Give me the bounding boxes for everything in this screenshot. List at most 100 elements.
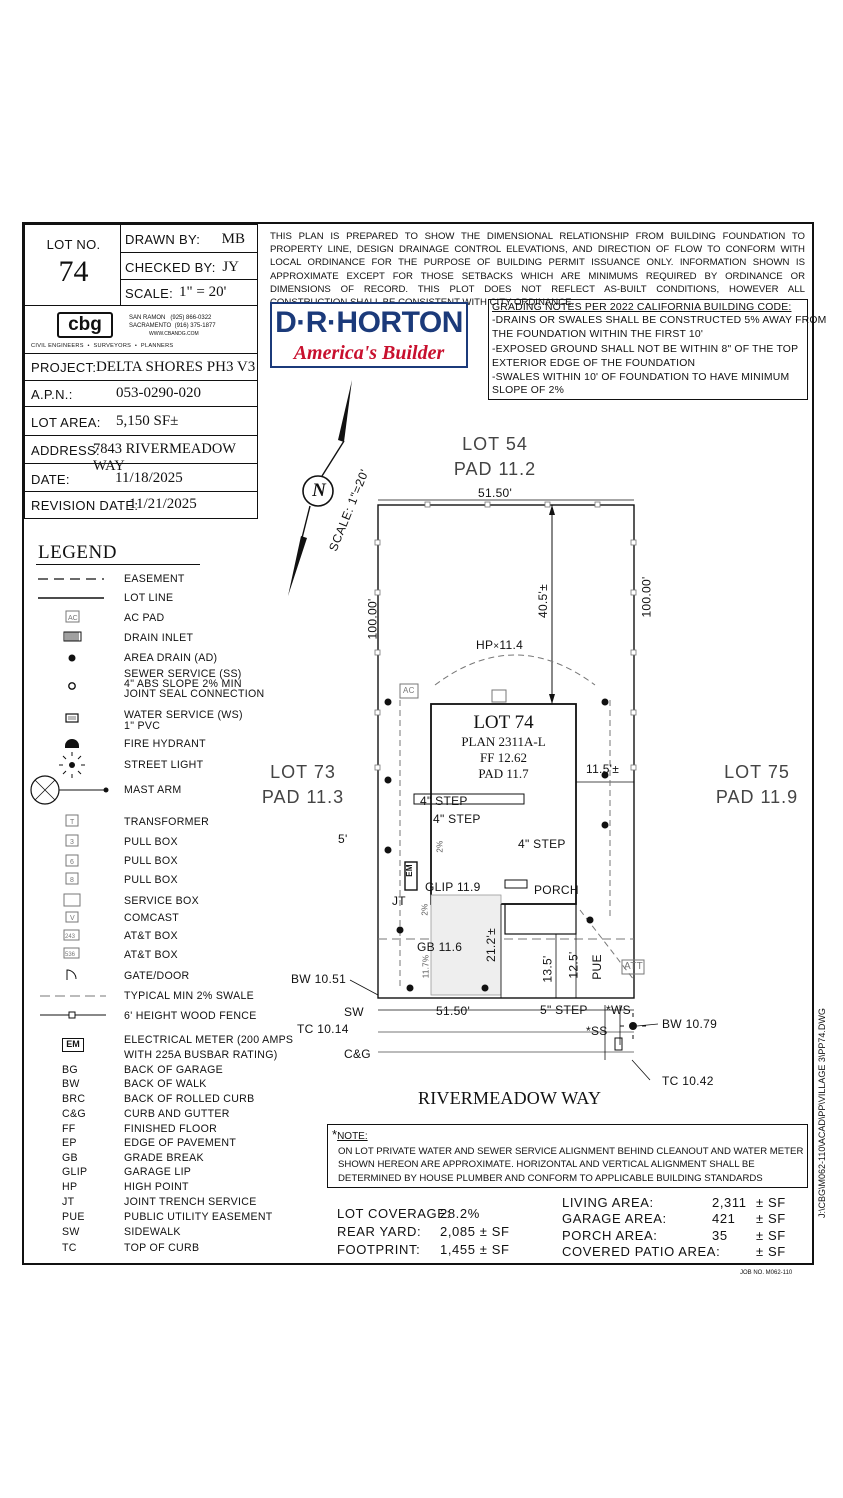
fire-hydrant-symbol (65, 739, 79, 748)
lot-75-pad: PAD 11.9 (715, 787, 799, 807)
drain-inlet-symbol (63, 631, 82, 642)
side-setback-right: 11.5'± (586, 762, 620, 776)
abbr-code: PUE (62, 1211, 85, 1223)
dr-horton-tagline: America's Builder (293, 342, 445, 364)
step-label-2: 4" STEP (433, 812, 481, 826)
abbr-code: JT (62, 1196, 75, 1208)
lot-54-pad: PAD 11.2 (453, 459, 537, 479)
note-title: *NOTE: (332, 1127, 368, 1142)
pull-box-8-symbol (65, 872, 79, 885)
legend-transformer: TRANSFORMER (124, 816, 210, 828)
address-value: 7843 RIVERMEADOW WAY (93, 441, 236, 474)
stat-garage-area-unit: ± SF (756, 1211, 786, 1226)
dim-right: 100.00' (639, 576, 654, 618)
stat-living-area-unit: ± SF (756, 1195, 786, 1210)
stat-lot-coverage-label: LOT COVERAGE: (337, 1206, 451, 1221)
lot-area-label: LOT AREA: (31, 415, 101, 430)
cbg-web: WWW.CBANDG.COM (149, 331, 199, 337)
address-label: ADDRESS: (31, 443, 100, 458)
cbg-logo-text: cbg (68, 314, 102, 335)
jt-label: JT (392, 894, 406, 908)
svg-text:3: 3 (70, 839, 74, 846)
step-label-3: 4" STEP (518, 837, 566, 851)
stat-covered-patio-unit: ± SF (756, 1244, 786, 1259)
date-cell: DATE: 11/18/2025 (24, 463, 258, 492)
stat-garage-area-value: 421 (712, 1211, 736, 1226)
abbr-def: BACK OF ROLLED CURB (124, 1093, 255, 1105)
stat-footprint-label: FOOTPRINT: (337, 1242, 421, 1257)
ws-text: WS (610, 1003, 631, 1017)
em-symbol-text: EM (66, 1039, 80, 1049)
svg-text:6: 6 (70, 859, 74, 866)
project-cell: PROJECT: DELTA SHORES PH3 V3 (24, 353, 258, 381)
svg-text:243: 243 (65, 934, 76, 940)
legend-gate-door: GATE/DOOR (124, 970, 190, 982)
cbg-tagline: CIVIL ENGINEERS • SURVEYORS • PLANNERS (31, 343, 174, 349)
cbg-tag3: PLANNERS (140, 343, 174, 349)
lot-73-pad: PAD 11.3 (261, 787, 345, 807)
legend-title: LEGEND (38, 542, 117, 563)
street-name: RIVERMEADOW WAY (418, 1088, 602, 1108)
comcast-symbol (65, 911, 79, 923)
house-plan-name: PLAN 2311A-L (461, 734, 546, 749)
abbr-def: BACK OF GARAGE (124, 1064, 223, 1076)
north-arrow (288, 380, 352, 596)
stat-lot-coverage-value: 28.2% (440, 1206, 480, 1221)
drawn-by-cell: DRAWN BY: MB (120, 224, 258, 253)
grading-line-1: -DRAINS OR SWALES SHALL BE CONSTRUCTED 5… (492, 315, 827, 326)
hp-text: HP (476, 638, 494, 652)
lot-area-value: 5,150 SF± (116, 413, 179, 429)
dim-bottom: 51.50' (436, 1004, 471, 1018)
drawn-by-label: DRAWN BY: (125, 232, 201, 247)
address-cell: ADDRESS: 7843 RIVERMEADOW WAY (24, 435, 258, 474)
cg-label: C&G (344, 1047, 371, 1061)
cbg-tag2: SURVEYORS (93, 343, 132, 349)
abbr-def: BACK OF WALK (124, 1078, 207, 1090)
cbg-phone2: (916) 375-1877 (174, 323, 216, 329)
drawn-by-value: MB (221, 231, 245, 247)
grading-line-2: THE FOUNDATION WITHIN THE FIRST 10' (492, 329, 704, 340)
svg-text:V: V (70, 915, 75, 922)
scale-cell: SCALE: 1" = 20' (120, 279, 258, 306)
stat-footprint-value: 1,455 ± SF (440, 1242, 510, 1257)
apn-cell: A.P.N.: 053-0290-020 (24, 380, 258, 407)
tc-right: TC 10.42 (662, 1074, 714, 1088)
scale-label: SCALE: (125, 286, 174, 301)
em-symbol: EM (62, 1038, 84, 1052)
house-pad: PAD 11.7 (478, 766, 529, 781)
grading-notes-box: GRADING NOTES PER 2022 CALIFORNIA BUILDI… (488, 299, 826, 400)
note-text: ON LOT PRIVATE WATER AND SEWER SERVICE A… (338, 1146, 804, 1184)
job-number: JOB NO. M062-110 (740, 1270, 793, 1276)
revision-cell: REVISION DATE: 11/21/2025 (24, 491, 258, 519)
project-label: PROJECT: (31, 360, 97, 375)
step-label-1: 4" STEP (420, 794, 468, 808)
house-label: LOT 74 PLAN 2311A-L FF 12.62 PAD 11.7 (431, 712, 576, 782)
bw-left: BW 10.51 (291, 972, 347, 986)
cbg-logo: cbg (57, 312, 113, 338)
ss-text: SS (590, 1024, 608, 1038)
slope-2a: 2% (435, 840, 445, 853)
disclaimer-text: THIS PLAN IS PREPARED TO SHOW THE DIMENS… (270, 231, 805, 309)
abbr-code: BRC (62, 1093, 86, 1105)
att-label: ATT (624, 961, 644, 972)
cbg-city2: SACRAMENTO (129, 323, 172, 329)
lot-no-label: LOT NO. (46, 237, 101, 252)
side-setback-left: 5' (338, 832, 348, 846)
dr-horton-logo: D·R·HORTON America's Builder (270, 302, 468, 368)
porch-label: PORCH (534, 883, 579, 897)
lot-75-name: LOT 75 (724, 762, 790, 782)
svg-text:AC: AC (68, 615, 78, 622)
legend-title-underline (36, 564, 200, 565)
abbr-code: BG (62, 1064, 78, 1076)
street-light-symbol (69, 762, 75, 768)
slope-11-7: 11.7% (421, 954, 431, 979)
abbr-def: GARAGE LIP (124, 1166, 192, 1178)
site-plan (349, 499, 659, 1081)
abbr-code: SW (62, 1226, 80, 1238)
date-value: 11/18/2025 (115, 470, 183, 486)
legend-water-service: WATER SERVICE (WS)1" PVC (124, 709, 243, 732)
grading-line-6: SLOPE OF 2% (492, 385, 565, 396)
